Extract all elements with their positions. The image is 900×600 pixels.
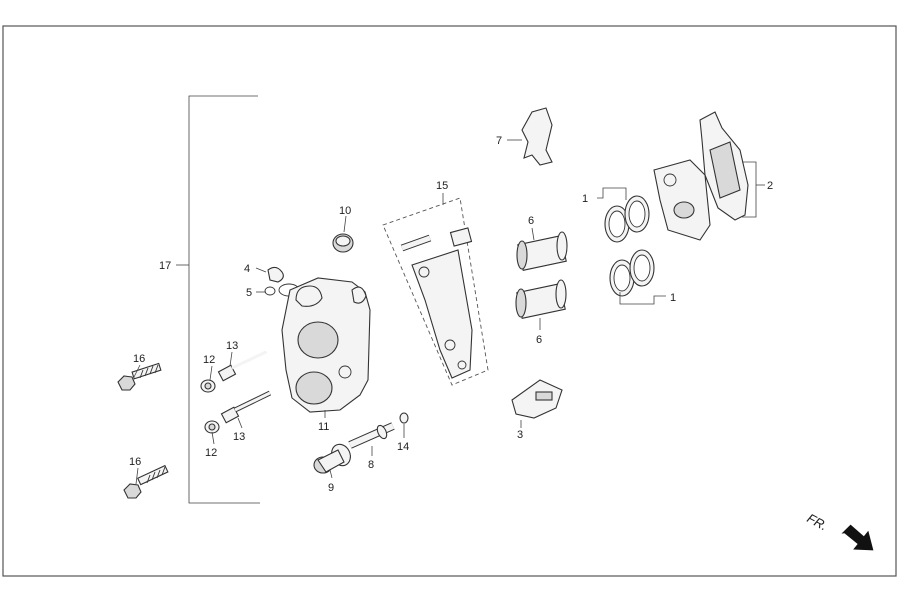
bleeder-cap-upper (200, 379, 216, 393)
brake-pad-set (653, 111, 765, 241)
piston-seals-lower (609, 249, 666, 305)
front-direction-label: FR. (805, 510, 831, 533)
label-6-lower: 6 (536, 334, 542, 346)
flange-bolt-upper (117, 362, 162, 391)
label-5: 5 (246, 287, 252, 299)
label-17: 17 (159, 260, 171, 272)
piston-seals-upper (597, 187, 650, 243)
label-12-lower: 12 (205, 447, 217, 459)
label-13-lower: 13 (233, 431, 245, 443)
label-8: 8 (368, 459, 374, 471)
label-12-upper: 12 (203, 354, 215, 366)
small-ring (399, 412, 409, 424)
piston-upper (516, 231, 568, 271)
label-9: 9 (328, 482, 334, 494)
flange-bolt-lower (123, 464, 169, 499)
cap-pin (313, 443, 351, 474)
label-3: 3 (517, 429, 523, 441)
bracket-group (382, 193, 489, 386)
leader-lines (133, 215, 541, 485)
label-1-upper: 1 (582, 193, 588, 205)
label-7: 7 (496, 135, 502, 147)
label-4: 4 (244, 263, 250, 275)
label-6-upper: 6 (528, 215, 534, 227)
label-11: 11 (318, 421, 329, 433)
label-10: 10 (339, 205, 351, 217)
label-15: 15 (436, 180, 448, 192)
piston-lower (515, 279, 567, 319)
bleeder-cap-lower (204, 420, 220, 434)
label-14: 14 (397, 441, 409, 453)
pin-bolt-lower (220, 390, 272, 424)
caliper-body (281, 277, 371, 413)
assembly-bracket (176, 95, 260, 504)
label-2: 2 (767, 180, 773, 192)
label-16-upper: 16 (133, 353, 145, 365)
front-arrow-icon (841, 524, 874, 551)
diagram-frame (2, 25, 897, 577)
label-13-upper: 13 (226, 340, 238, 352)
pad-plate (511, 379, 563, 428)
spring-clip (267, 266, 284, 283)
pad-spring (507, 107, 553, 166)
label-16-lower: 16 (129, 456, 141, 468)
boot-bushing (332, 233, 354, 253)
label-1-lower: 1 (670, 292, 676, 304)
slide-pin (348, 422, 395, 449)
pin-bolt-upper (217, 350, 267, 382)
